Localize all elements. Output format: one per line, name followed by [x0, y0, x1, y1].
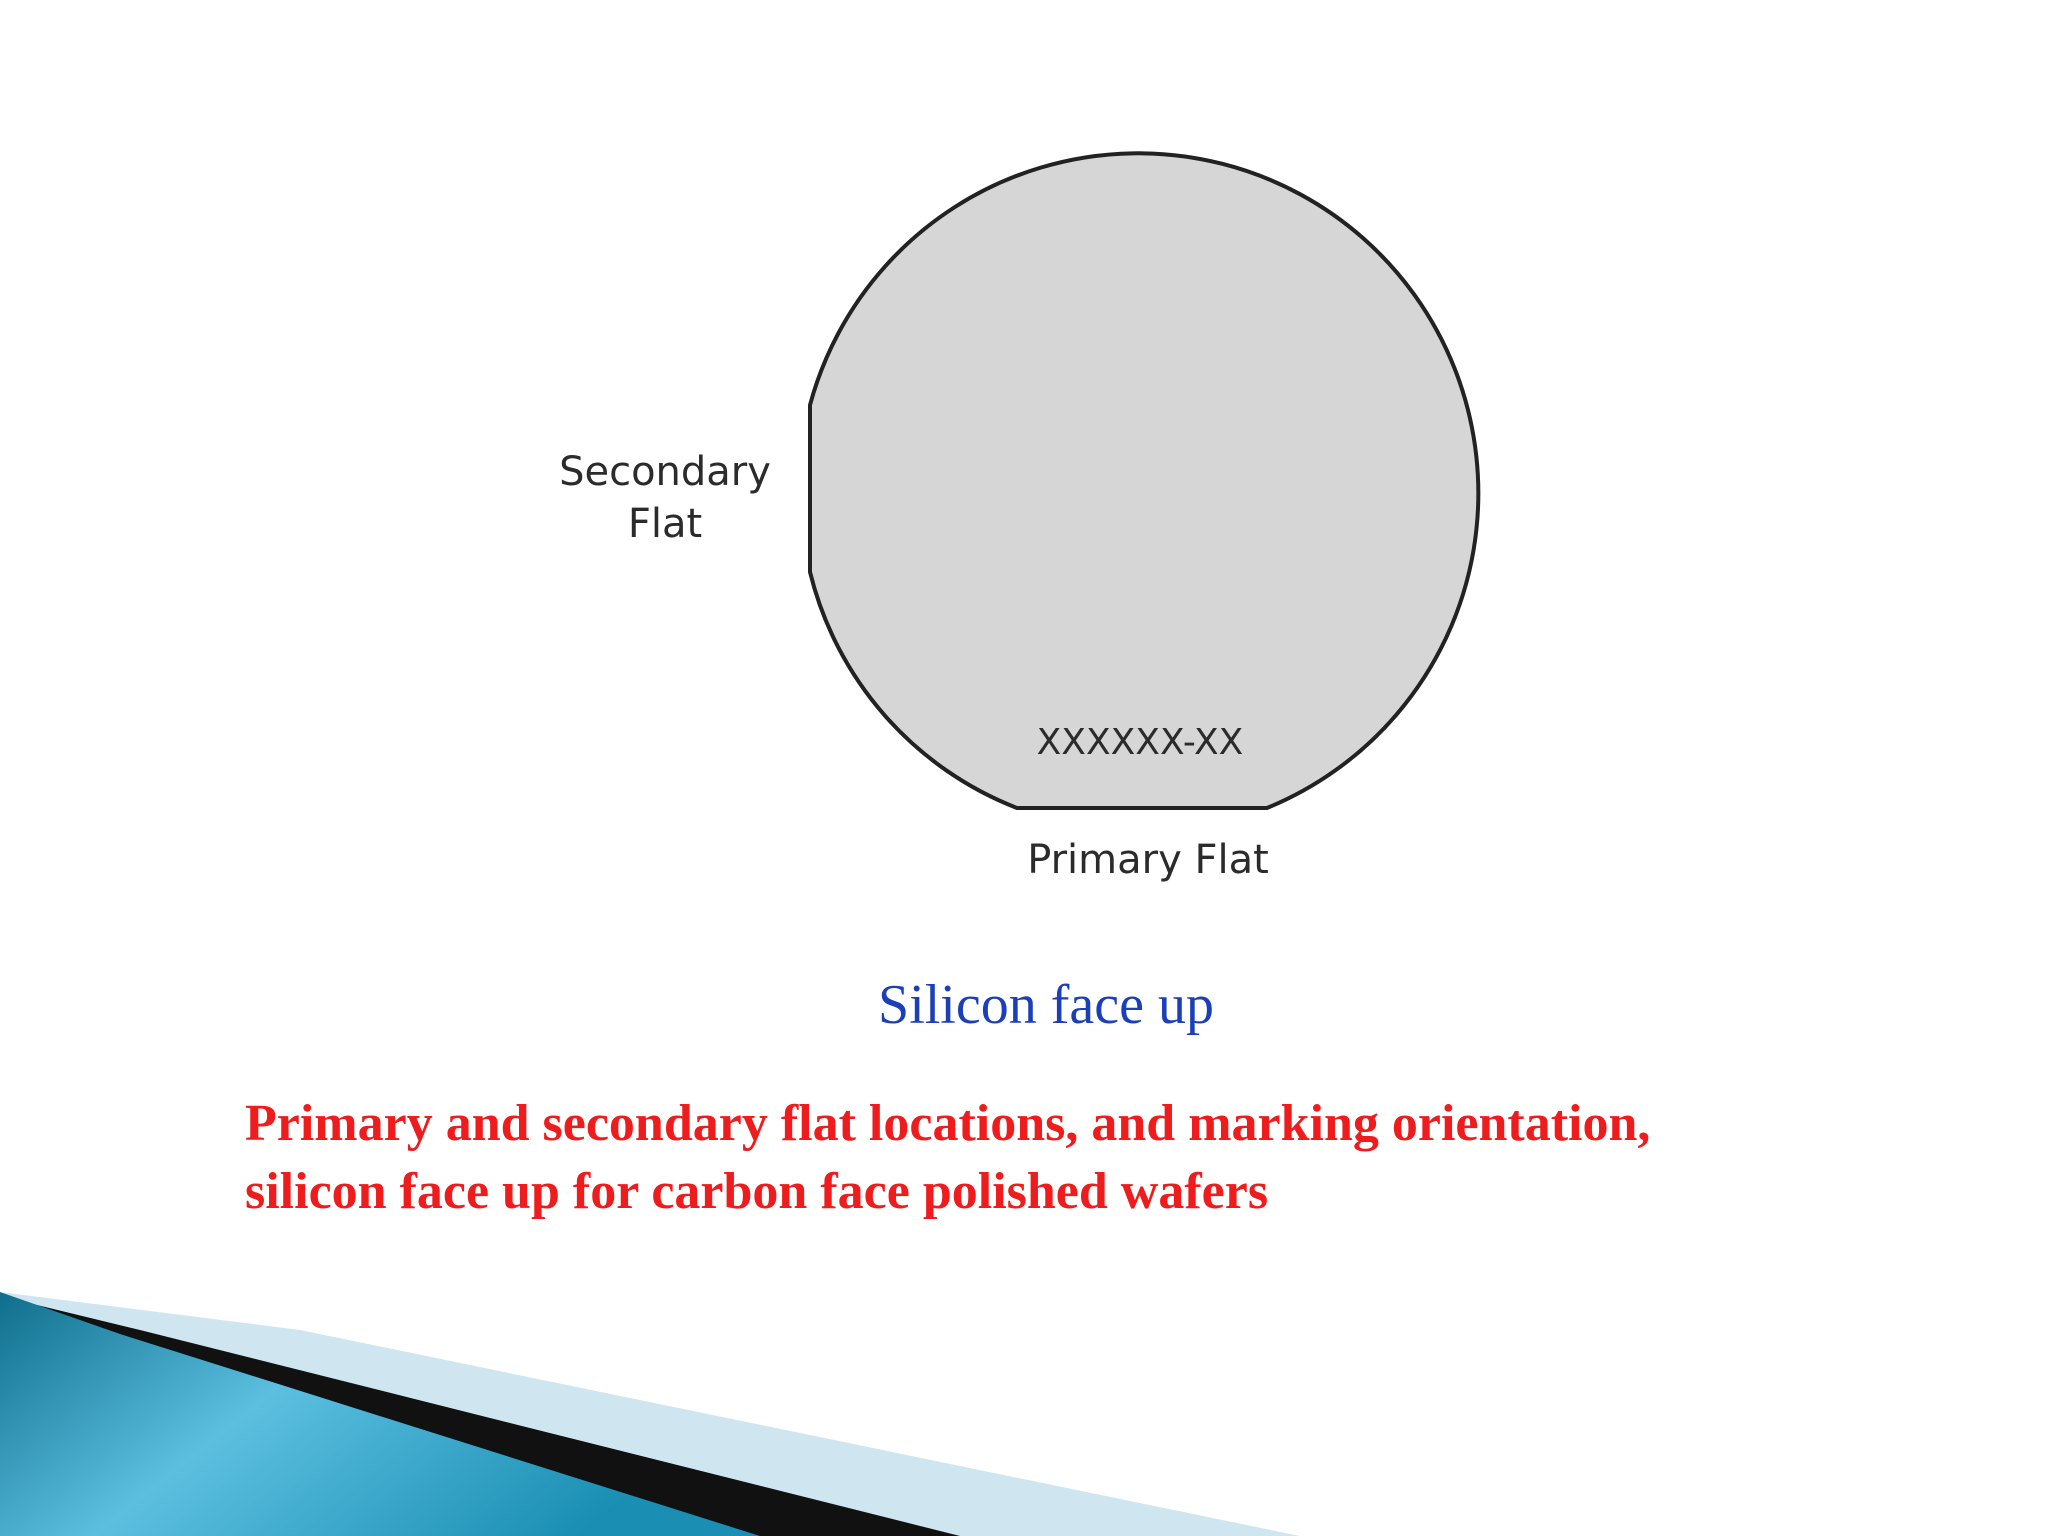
caption-silicon-face-up: Silicon face up	[878, 974, 1214, 1036]
wafer-outline	[808, 151, 1481, 810]
primary-flat-label: Primary Flat	[1027, 837, 1269, 883]
secondary-flat-label: Secondary Flat	[559, 449, 771, 547]
wafer-marking-label: XXXXXX-XX	[1036, 722, 1244, 763]
decor-light-band	[0, 1292, 1300, 1536]
decor-teal-band	[0, 1292, 760, 1536]
decor-dark-band	[0, 1296, 960, 1536]
wafer-diagram	[808, 151, 1481, 810]
slide-description: Primary and secondary flat locations, an…	[245, 1095, 1651, 1220]
